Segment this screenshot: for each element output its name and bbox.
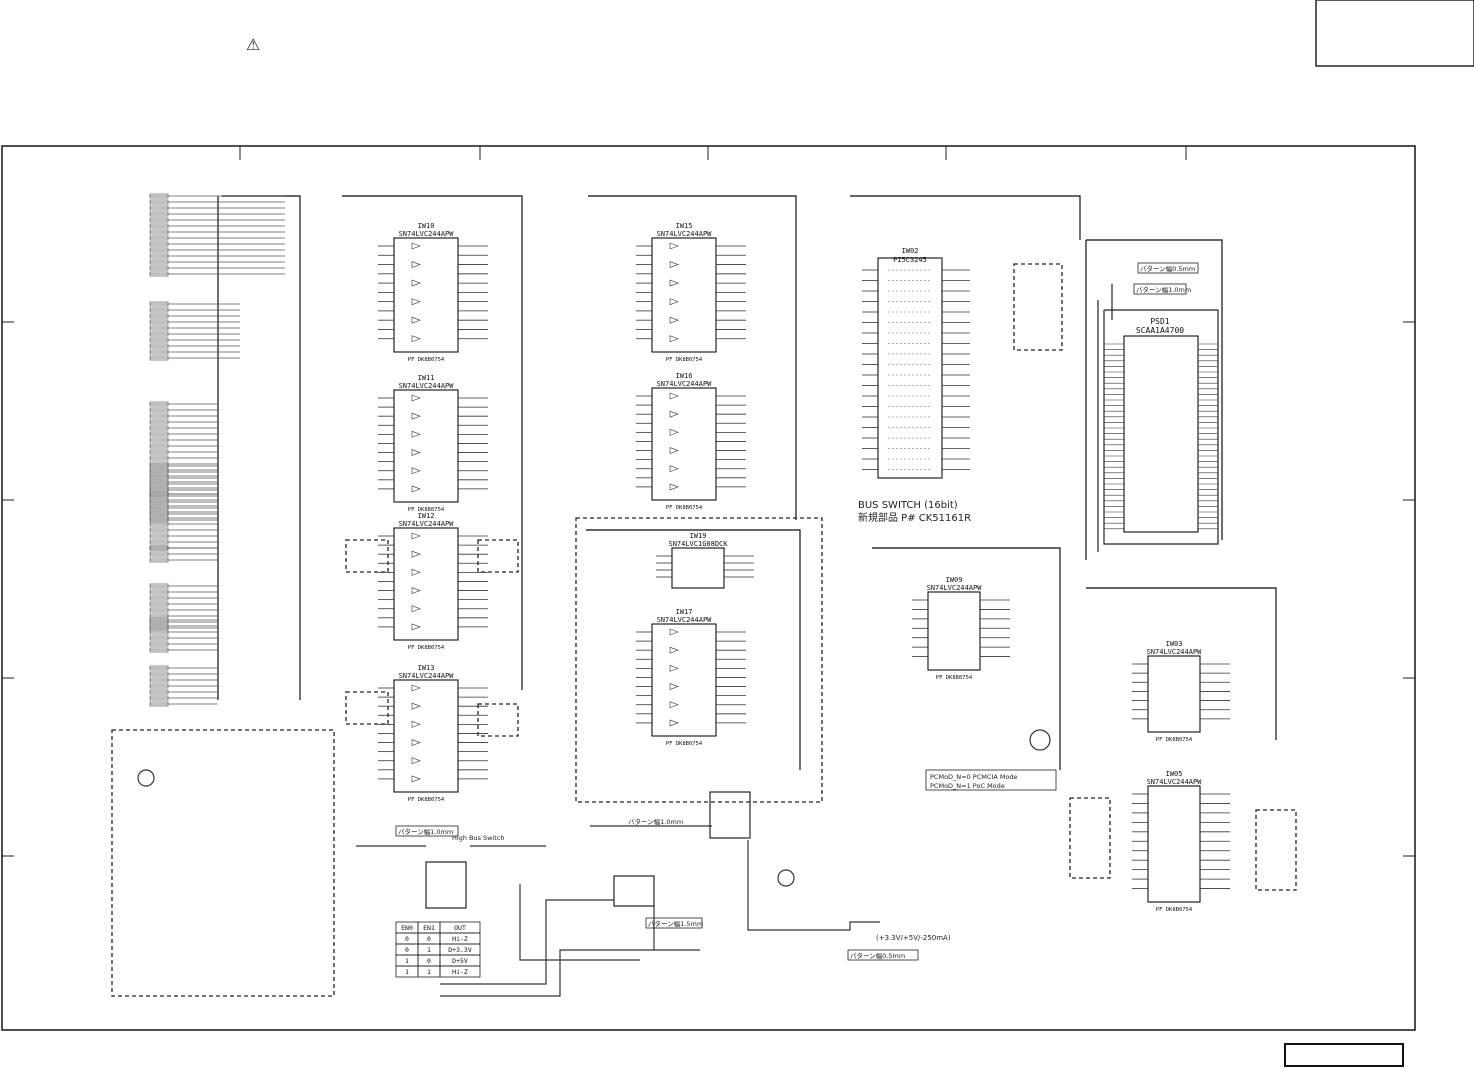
ic-package: PF DK8B0754 [408, 357, 445, 363]
truth-table-cell: 1 [427, 968, 431, 976]
ic-package: PF DK8B0754 [936, 675, 973, 681]
warning-icon: ⚠ [246, 35, 260, 54]
truth-table-cell: 1 [405, 957, 409, 965]
pattern-width-note-2: パターン幅1.0mm [628, 817, 683, 826]
dashed-blocks [111, 263, 1297, 997]
ic-part: SN74LVC244APW [657, 616, 713, 624]
ic-ref: IW05 [1166, 770, 1183, 778]
truth-table-header: EN0 [401, 924, 413, 932]
ic-part: SN74LVC244APW [399, 230, 455, 238]
ic-ref: IW16 [676, 372, 693, 380]
bus-switch-ic: IW02 PI5C3245 BUS SWITCH (16bit) 新規部品 P#… [858, 247, 971, 524]
ic-part: SN74LVC244APW [399, 382, 455, 390]
truth-table-cell: D+5V [452, 957, 468, 965]
ic-ref: IW03 [1166, 640, 1183, 648]
ic-ref: IW15 [676, 222, 693, 230]
bus-switch-part: PI5C3245 [893, 256, 927, 264]
high-bus-switch-note: High Bus Switch [452, 834, 505, 842]
bus-switch-ref: IW02 [902, 247, 919, 255]
ic-package: PF DK8B0754 [408, 507, 445, 513]
bus-switch-note: 新規部品 P# CK51161R [858, 511, 971, 524]
pattern-width-note-3: パターン幅1.5mm [648, 919, 703, 928]
ic-ref: IW09 [946, 576, 963, 584]
truth-table-cell: D+3.3V [448, 946, 472, 954]
mode-note-1: PCMoD_N=0 PCMCIA Mode [930, 773, 1018, 781]
truth-table-header: EN1 [423, 924, 435, 932]
pattern-width-note-1: パターン幅1.0mm [398, 827, 453, 836]
ic-ref: IW10 [418, 222, 435, 230]
ic-ref: IW12 [418, 512, 435, 520]
ic-part: SN74LVC244APW [399, 520, 455, 528]
ic-part: SN74LVC244APW [927, 584, 983, 592]
ic-part: SN74LVC244APW [399, 672, 455, 680]
bus-switch-title: BUS SWITCH (16bit) [858, 500, 958, 511]
ic-ref: IW19 [690, 532, 707, 540]
truth-table-cell: 0 [405, 935, 409, 943]
ic-package: PF DK8B0754 [1156, 737, 1193, 743]
connector-pattern-note-1: パターン幅0.5mm [1140, 264, 1195, 273]
title-corner-box [1315, 0, 1474, 67]
ic-ref: IW11 [418, 374, 435, 382]
pcmcia-connector: PSD1 SCAA1A4700 パターン幅0.5mm パターン幅1.0mm [1097, 262, 1219, 552]
connector-pattern-note-2: パターン幅1.0mm [1136, 285, 1191, 294]
zone-ticks [2, 146, 1415, 857]
power-output-note: (+3.3V/+5V/-250mA) [876, 934, 951, 942]
ic-package: PF DK8B0754 [408, 645, 445, 651]
connector-ref: PSD1 [1150, 317, 1169, 326]
truth-table-cell: 1 [405, 968, 409, 976]
truth-table-cell: Hi-Z [452, 935, 468, 943]
ic-package: PF DK8B0754 [408, 797, 445, 803]
page-number-box [1284, 1043, 1404, 1067]
ic-part: SN74LVC244APW [657, 380, 713, 388]
ic-ref: IW17 [676, 608, 693, 616]
ic-package: PF DK8B0754 [1156, 907, 1193, 913]
truth-table-cell: 0 [405, 946, 409, 954]
bus-lines [217, 195, 1277, 770]
ic-part: SN74LVC244APW [1147, 648, 1203, 656]
ic-ref: IW13 [418, 664, 435, 672]
ic-part: SN74LVC244APW [657, 230, 713, 238]
power-switch-section: パターン幅1.0mm High Bus Switch パターン幅1.0mm パタ… [137, 729, 1051, 997]
ic-package: PF DK8B0754 [666, 357, 703, 363]
truth-table-header: OUT [454, 924, 466, 932]
mode-note-2: PCMoD_N=1 PoC Mode [930, 782, 1005, 790]
ic-part: SN74LVC244APW [1147, 778, 1203, 786]
truth-table-cell: 0 [427, 935, 431, 943]
connector-part: SCAA1A4700 [1136, 326, 1184, 335]
input-signal-lines [149, 193, 285, 707]
truth-table-cell: 1 [427, 946, 431, 954]
mode-note: PCMoD_N=0 PCMCIA Mode PCMoD_N=1 PoC Mode [925, 769, 1057, 791]
ic-package: PF DK8B0754 [666, 741, 703, 747]
truth-table-cell: Hi-Z [452, 968, 468, 976]
ic-part: SN74LVC1G08DCK [668, 540, 728, 548]
pattern-width-note-4: パターン幅0.5mm [850, 951, 905, 960]
truth-table-cell: 0 [427, 957, 431, 965]
ic-package: PF DK8B0754 [666, 505, 703, 511]
